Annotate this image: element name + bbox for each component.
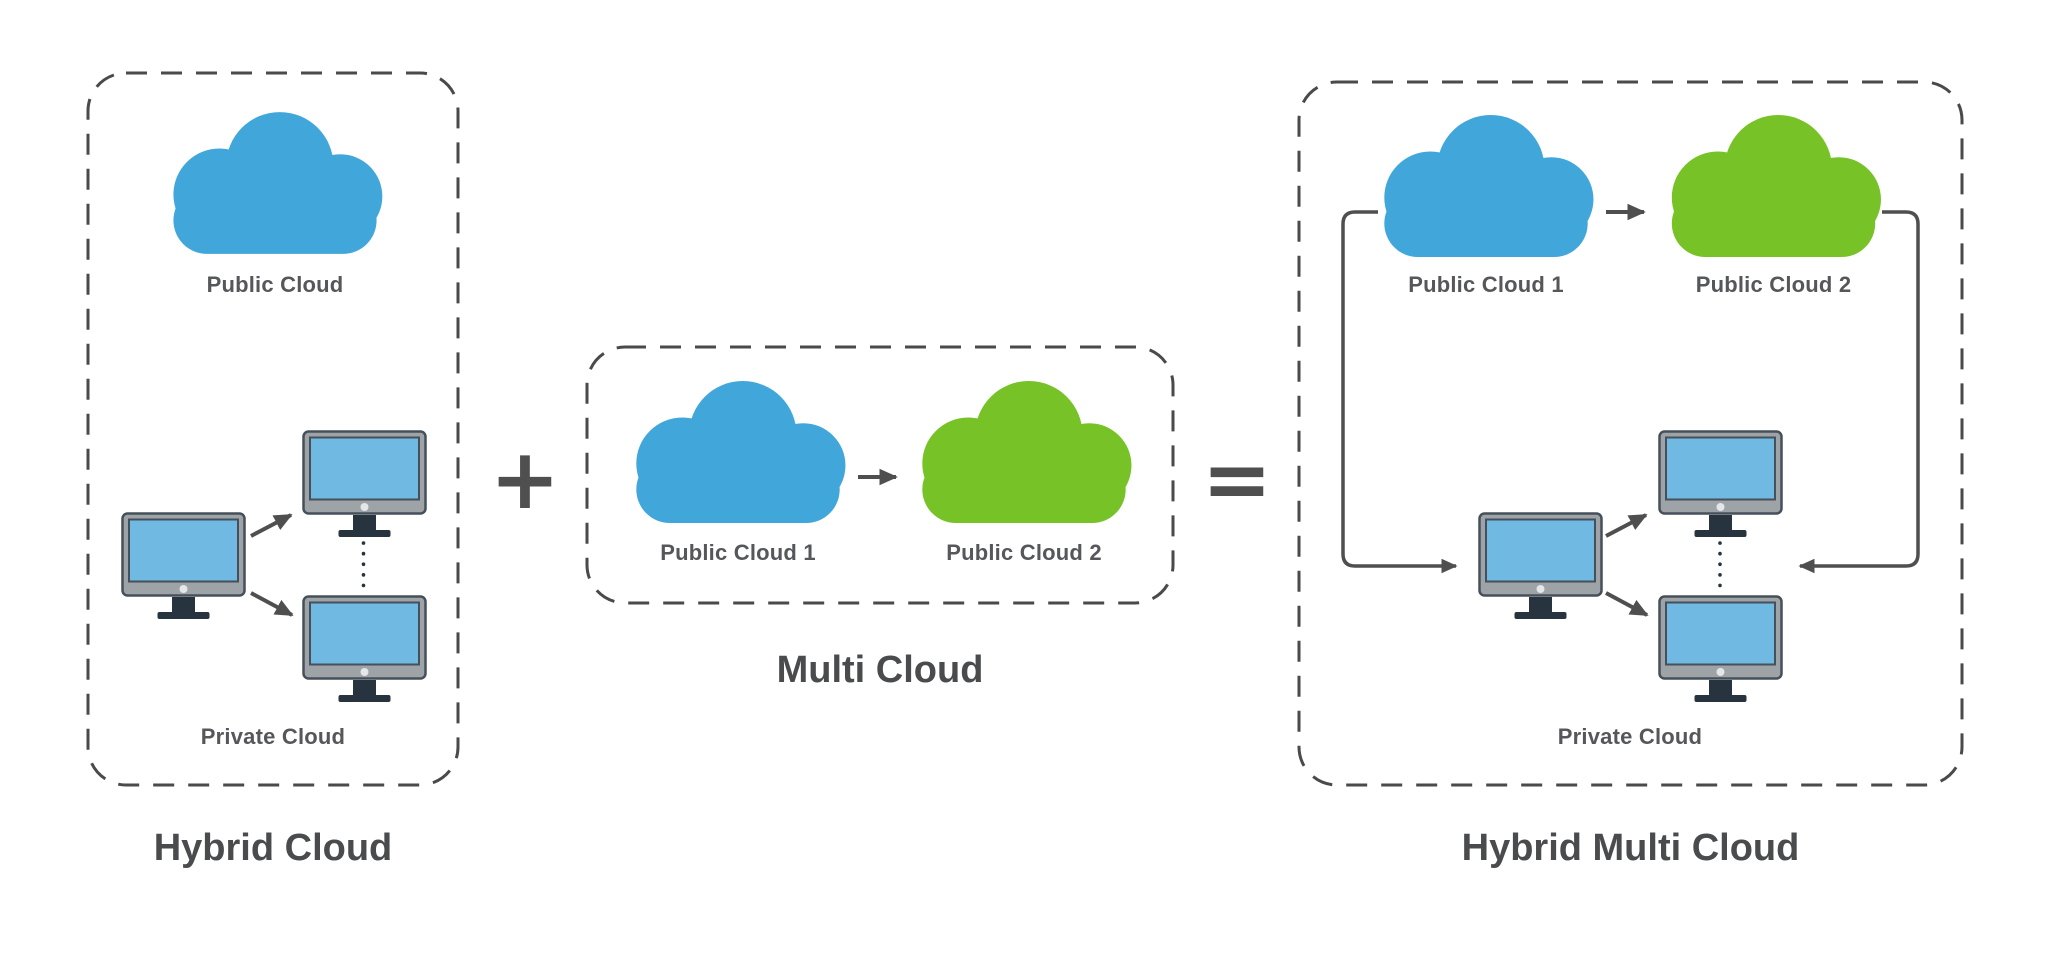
desktop-monitor-icon xyxy=(1478,512,1603,620)
hybrid-cloud-box-outline xyxy=(86,71,460,787)
desktop-monitor-icon xyxy=(302,595,427,703)
dotted-links xyxy=(361,541,1722,597)
private-cloud-label: Private Cloud xyxy=(1557,724,1703,749)
connector-cloud2-to-private xyxy=(1798,210,1920,574)
box-outlines xyxy=(86,71,1964,787)
arrow-right-hub-to-bottom-monitor xyxy=(1605,591,1649,617)
public-cloud-2-icon xyxy=(1671,115,1881,257)
multi-cloud-title: Multi Cloud xyxy=(776,649,984,691)
public-cloud-1-icon xyxy=(1384,115,1594,257)
desktop-monitor-icon xyxy=(1658,595,1783,703)
connector-cloud1-to-private xyxy=(1341,210,1458,574)
private-cloud-label: Private Cloud xyxy=(200,724,346,749)
public-cloud-icon xyxy=(173,112,383,254)
hybrid-multi-cloud-box-outline xyxy=(1297,80,1964,787)
desktop-monitor-icon xyxy=(121,512,246,620)
public-cloud-label: Public Cloud xyxy=(206,272,344,297)
public-cloud-2-icon xyxy=(922,381,1132,523)
connectors xyxy=(250,203,1920,617)
hybrid-multi-cloud-title: Hybrid Multi Cloud xyxy=(1461,827,1800,869)
plus-operator: + xyxy=(489,430,561,528)
arrow-left-hub-to-top-monitor xyxy=(250,513,293,538)
public-cloud-2-label: Public Cloud 2 xyxy=(946,540,1102,565)
arrow-left-hub-to-bottom-monitor xyxy=(250,591,294,617)
public-cloud-1-label: Public Cloud 1 xyxy=(660,540,816,565)
hybrid-cloud-title: Hybrid Cloud xyxy=(153,827,393,869)
public-cloud-1-icon xyxy=(636,381,846,523)
public-cloud-2-label: Public Cloud 2 xyxy=(1695,272,1852,297)
public-cloud-1-label: Public Cloud 1 xyxy=(1408,272,1564,297)
multi-cloud-box-outline xyxy=(585,345,1175,605)
desktop-monitor-icon xyxy=(1658,430,1783,538)
arrow-right-hub-to-top-monitor xyxy=(1605,513,1648,538)
desktop-monitor-icon xyxy=(302,430,427,538)
equals-operator: = xyxy=(1201,430,1273,528)
